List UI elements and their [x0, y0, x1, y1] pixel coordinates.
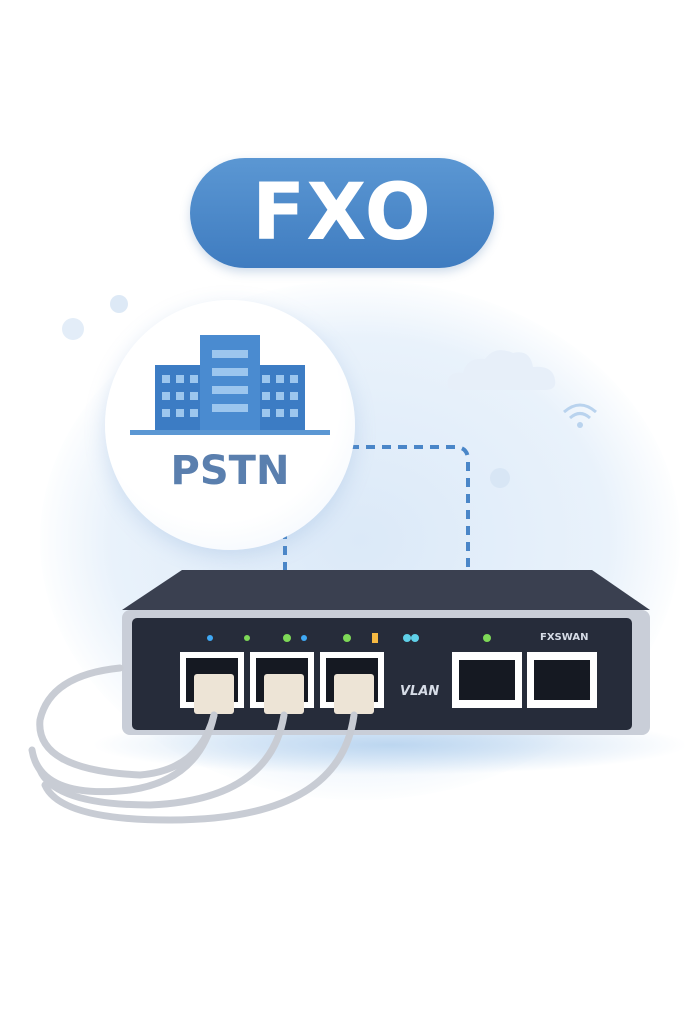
pstn-node: PSTN: [105, 300, 355, 550]
wifi-icon: [563, 403, 597, 428]
cloud-icon: [447, 350, 556, 390]
pstn-label: PSTN: [170, 448, 290, 494]
office-building-icon: [130, 335, 330, 435]
title-badge: FXO: [190, 158, 494, 268]
port-label-wan: FXSWAN: [540, 632, 589, 643]
title-text: FXO: [252, 168, 432, 258]
bubble-decor: [490, 468, 510, 488]
bubble-decor: [110, 295, 128, 313]
fxo-gateway-device: [122, 570, 650, 735]
bubble-decor: [62, 318, 84, 340]
rj45-plugs: [194, 674, 374, 714]
status-leds: [207, 633, 491, 643]
port-label-vlan: VLAN: [400, 684, 440, 699]
